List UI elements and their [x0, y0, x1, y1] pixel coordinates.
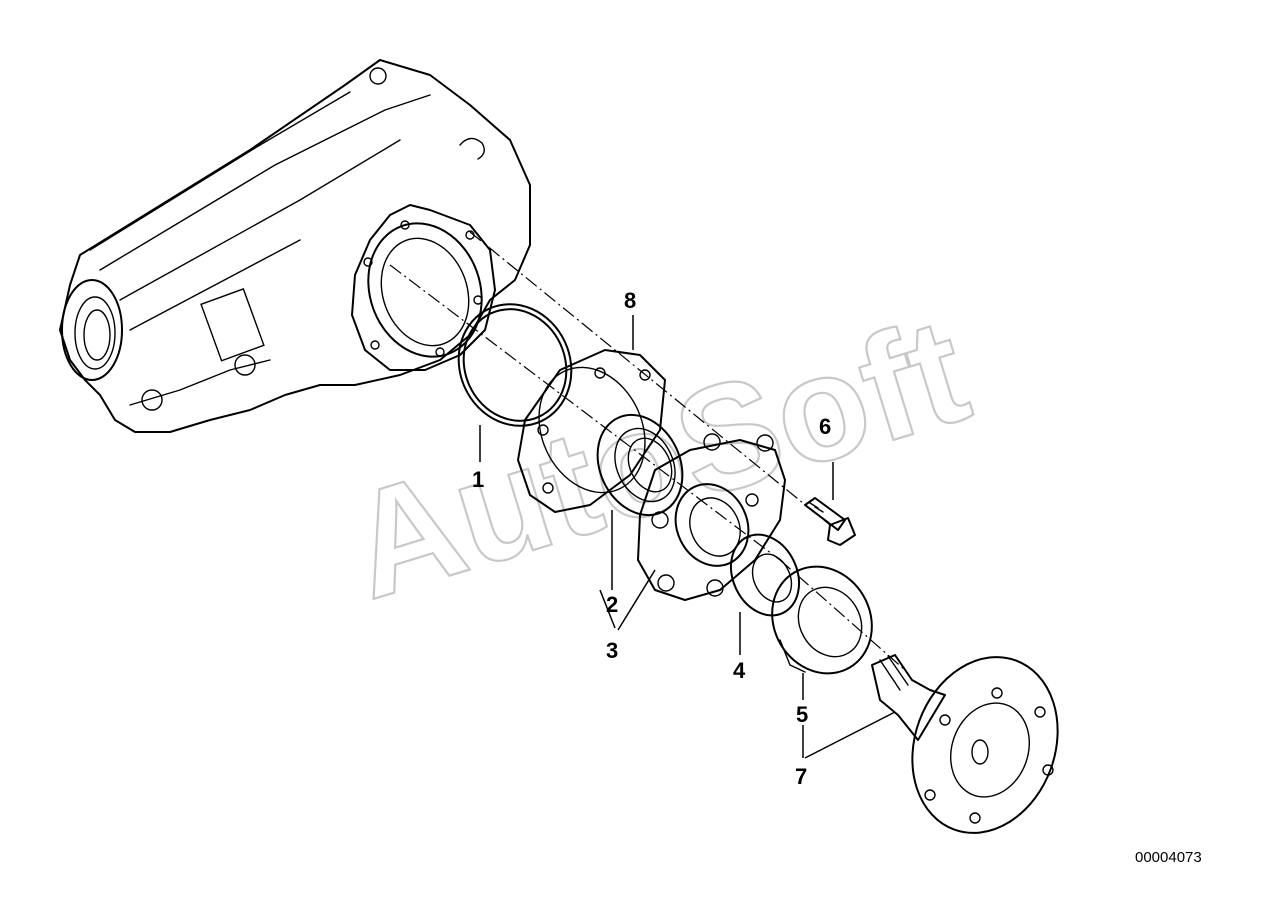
bearing-flange: [637, 433, 786, 601]
watermark: AutoSoft: [330, 285, 985, 631]
leader-lines: [479, 315, 896, 759]
callout-5: 5: [796, 702, 808, 727]
cover-plate: [517, 349, 666, 513]
callout-3: 3: [606, 638, 618, 663]
spacer-ring: [729, 533, 801, 617]
assembly-axis-lines: [389, 231, 906, 671]
diagram-reference-number: 00004073: [1135, 849, 1202, 866]
callout-8: 8: [624, 288, 636, 313]
hex-bolt: [804, 497, 856, 546]
shaft-seal: [771, 565, 873, 675]
callout-7: 7: [795, 764, 807, 789]
differential-housing: [59, 59, 531, 433]
callout-1: 1: [472, 467, 484, 492]
output-flange-shaft: [871, 654, 1059, 834]
callout-4: 4: [733, 658, 746, 683]
callout-6: 6: [819, 414, 831, 439]
callout-labels: 1 2 3 4 5 6 7 8: [472, 288, 831, 789]
callout-2: 2: [606, 592, 618, 617]
